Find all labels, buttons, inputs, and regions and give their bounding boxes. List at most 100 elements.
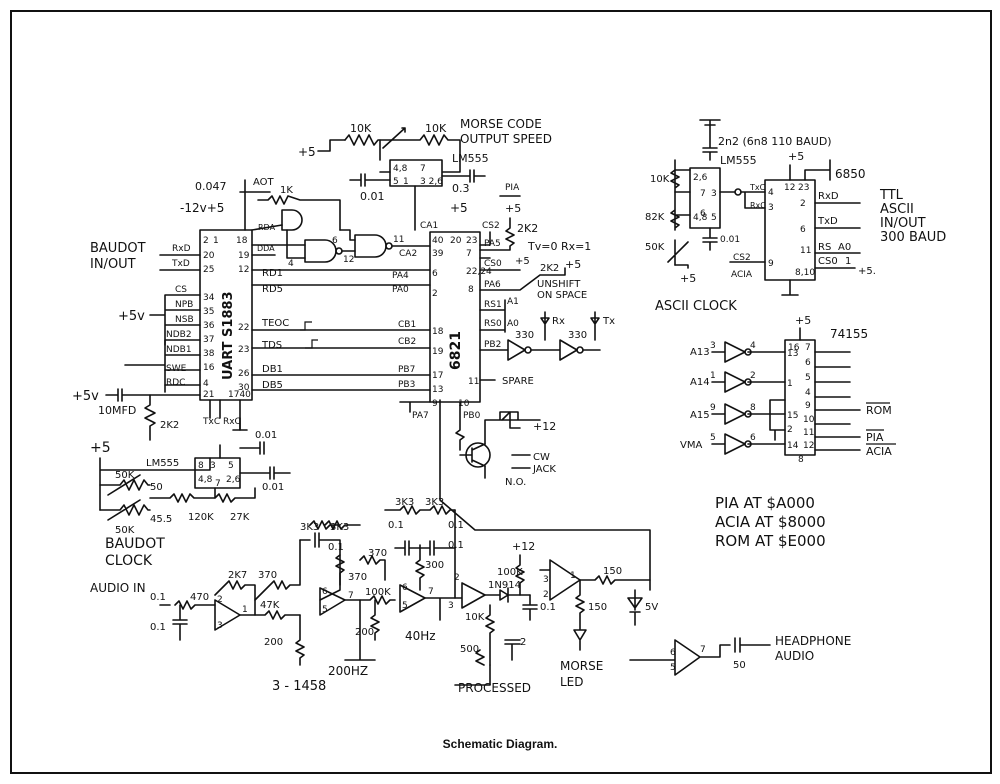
svg-text:22: 22 — [238, 323, 249, 333]
audio-in: AUDIO IN — [90, 581, 146, 595]
ttl-3: IN/OUT — [880, 216, 926, 231]
svg-text:TxC: TxC — [749, 183, 766, 192]
svg-text:+5: +5 — [795, 314, 811, 327]
svg-text:PA7: PA7 — [412, 411, 429, 421]
z5v: 5V — [645, 602, 658, 613]
svg-text:12: 12 — [238, 265, 249, 275]
c10mfd: 10MFD — [98, 404, 136, 417]
r10k-a: 10K — [350, 122, 372, 135]
processed: PROCESSED — [458, 681, 531, 695]
svg-text:1: 1 — [570, 571, 576, 581]
svg-text:7: 7 — [805, 343, 811, 353]
plus12: +12 — [533, 420, 556, 433]
svg-text:RDC: RDC — [166, 378, 185, 388]
r150b: 150 — [588, 602, 607, 613]
c01e: 0.1 — [448, 520, 464, 531]
svg-text:CB1: CB1 — [398, 320, 416, 330]
f40: 40Hz — [405, 629, 436, 643]
c50: 50 — [733, 660, 746, 671]
decoder-74155: +5 74155 A13 A14 A15 VMA 3 4 1 2 9 8 5 6… — [680, 314, 896, 550]
svg-text:9: 9 — [432, 399, 438, 409]
uart-txc-rxc: TxC RxC — [202, 417, 241, 427]
svg-text:RD1: RD1 — [262, 268, 283, 279]
headphone-2: AUDIO — [775, 649, 814, 663]
ascii-clock-section: 2n2 (6n8 110 BAUD) LM555 2,6 7 3 6 4,8 5… — [645, 119, 946, 314]
r2k2-pia: 2K2 — [517, 222, 538, 235]
rom-out: ROM — [866, 404, 892, 417]
svg-text:ACIA: ACIA — [731, 270, 753, 280]
svg-text:4: 4 — [288, 259, 294, 269]
svg-text:12: 12 — [784, 183, 795, 193]
svg-text:2: 2 — [217, 595, 223, 605]
tv-rx: Tv=0 Rx=1 — [527, 240, 591, 253]
baudot-clock-1: BAUDOT — [105, 536, 165, 552]
svg-text:6: 6 — [800, 225, 806, 235]
plus5-label: +5 — [298, 145, 316, 159]
svg-text:10: 10 — [803, 415, 815, 425]
r370c: 370 — [368, 548, 387, 559]
svg-text:4,8: 4,8 — [198, 475, 213, 485]
svg-text:6: 6 — [750, 433, 756, 443]
svg-text:12: 12 — [343, 255, 354, 265]
svg-text:12: 12 — [803, 441, 814, 451]
opamp-2 — [319, 587, 346, 616]
svg-text:CS2: CS2 — [733, 253, 751, 263]
svg-text:8,10: 8,10 — [795, 268, 815, 278]
svg-text:2: 2 — [787, 425, 793, 435]
svg-text:14: 14 — [787, 441, 799, 451]
morse-led-1: MORSE — [560, 659, 603, 673]
svg-text:18: 18 — [432, 327, 444, 337]
svg-text:8: 8 — [798, 455, 804, 465]
svg-text:9: 9 — [768, 259, 774, 269]
svg-text:5: 5 — [402, 601, 408, 611]
svg-text:8: 8 — [198, 461, 204, 471]
r330a: 330 — [515, 330, 534, 341]
svg-text:RS: RS — [818, 242, 831, 253]
n50: 50 — [150, 482, 163, 493]
r3k3b: 3K3 — [330, 522, 349, 533]
plus5v-b-label: +5v — [72, 389, 99, 404]
svg-text:CS0: CS0 — [484, 259, 502, 269]
svg-text:PA4: PA4 — [392, 271, 409, 281]
svg-text:CS: CS — [175, 285, 187, 295]
opamp-3 — [399, 584, 426, 613]
svg-text:+5: +5 — [515, 256, 530, 267]
opamp-1 — [214, 599, 241, 631]
svg-text:11: 11 — [468, 377, 479, 387]
svg-text:10: 10 — [458, 399, 470, 409]
r50k-b: 50K — [115, 470, 135, 481]
r200a: 200 — [264, 637, 283, 648]
plus5v-label: +5v — [118, 309, 145, 324]
svg-text:11: 11 — [393, 235, 404, 245]
c01b: 0.1 — [150, 622, 166, 633]
svg-text:2: 2 — [543, 590, 549, 600]
svg-text:A14: A14 — [690, 377, 710, 388]
n455: 45.5 — [150, 514, 172, 525]
svg-text:NDB2: NDB2 — [166, 330, 192, 340]
svg-text:5: 5 — [322, 605, 328, 615]
svg-text:17: 17 — [432, 371, 443, 381]
c001c: 0.01 — [255, 430, 277, 441]
svg-text:6: 6 — [805, 358, 811, 368]
svg-text:4: 4 — [805, 388, 811, 398]
c03: 0.3 — [452, 182, 470, 195]
r27k: 27K — [230, 512, 250, 523]
mem-map-2: ACIA AT $8000 — [715, 513, 826, 531]
uart-1740: 1740 — [228, 390, 251, 400]
svg-text:RxD: RxD — [818, 191, 839, 202]
r100k: 100K — [365, 587, 391, 598]
svg-text:+5: +5 — [90, 440, 111, 456]
svg-text:2: 2 — [800, 199, 806, 209]
svg-text:3 2,6: 3 2,6 — [420, 177, 443, 187]
svg-text:SWE: SWE — [166, 364, 187, 374]
svg-text:RS0: RS0 — [484, 319, 502, 329]
svg-text:DB1: DB1 — [262, 364, 283, 375]
svg-text:3: 3 — [448, 601, 454, 611]
mem-map-3: ROM AT $E000 — [715, 532, 826, 550]
svg-text:5: 5 — [228, 461, 234, 471]
svg-text:CB2: CB2 — [398, 337, 416, 347]
svg-text:9: 9 — [710, 403, 716, 413]
svg-text:7: 7 — [700, 645, 706, 655]
opamp-4 — [454, 582, 486, 609]
